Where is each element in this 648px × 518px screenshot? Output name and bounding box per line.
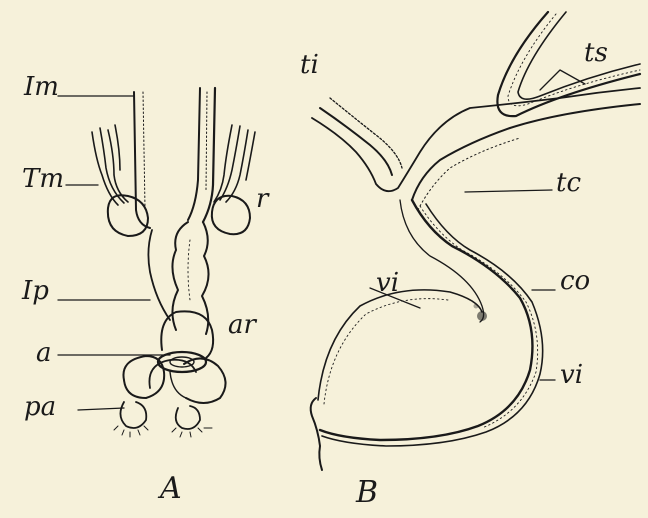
label-vi-right: vi <box>560 362 583 388</box>
label-pa: pa <box>24 394 56 420</box>
figure-a-drawing <box>58 88 255 437</box>
label-vi-left: vi <box>376 270 399 296</box>
label-ti: ti <box>300 52 319 78</box>
label-tm: Tm <box>22 166 64 192</box>
label-co: co <box>560 268 590 294</box>
label-im: Im <box>24 74 59 100</box>
label-tc: tc <box>556 170 581 196</box>
label-a: a <box>36 340 52 366</box>
figure-b-drawing <box>311 12 640 470</box>
label-ar: ar <box>228 312 256 338</box>
figure-letter-a: A <box>160 474 182 504</box>
label-ts: ts <box>584 40 608 66</box>
figure-letter-b: B <box>356 478 378 508</box>
label-r: r <box>256 186 268 212</box>
label-ip: Ip <box>22 278 49 304</box>
